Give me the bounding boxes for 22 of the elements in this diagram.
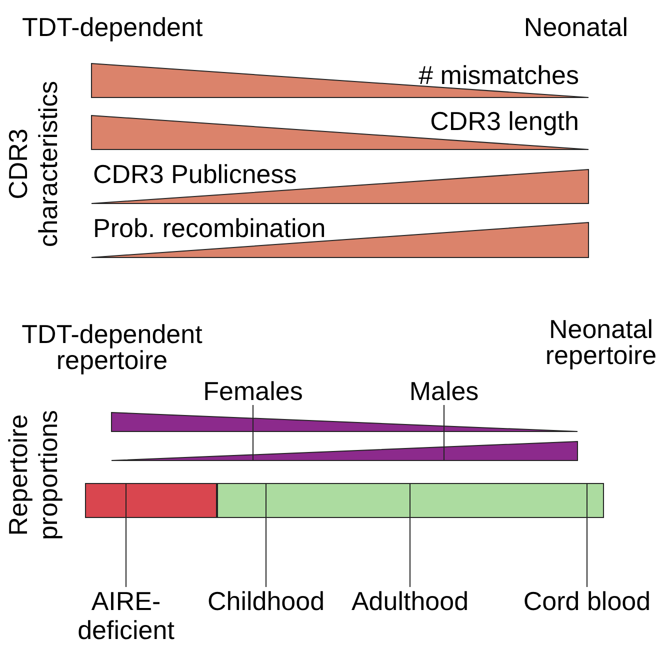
callout-label: Females xyxy=(203,377,303,405)
column-heading: Neonatal repertoire xyxy=(545,316,657,368)
leader-line xyxy=(586,482,588,588)
column-heading: Neonatal xyxy=(524,13,628,41)
wedge-label: CDR3 length xyxy=(430,107,579,135)
callout-label: Males xyxy=(409,377,479,405)
wedge-label: # mismatches xyxy=(418,61,579,89)
callout-label: Childhood xyxy=(207,587,325,616)
leader-line xyxy=(252,404,254,462)
callout-label: Cord blood xyxy=(523,587,651,616)
wedge-shape xyxy=(111,412,578,432)
wedge-label: Prob. recombination xyxy=(93,214,326,242)
bar-segment xyxy=(217,483,604,518)
column-heading: TDT-dependent xyxy=(22,13,203,41)
axis-title: Repertoire proportions xyxy=(3,408,63,542)
bar-segment xyxy=(85,483,217,518)
wedge-shape xyxy=(111,441,578,461)
column-heading: TDT-dependent repertoire xyxy=(20,321,204,373)
callout-label: AIRE-deficient xyxy=(78,587,174,644)
wedge-label: CDR3 Publicness xyxy=(93,160,297,188)
axis-title: CDR3 characteristics xyxy=(3,80,63,250)
callout-label: Adulthood xyxy=(351,587,469,616)
